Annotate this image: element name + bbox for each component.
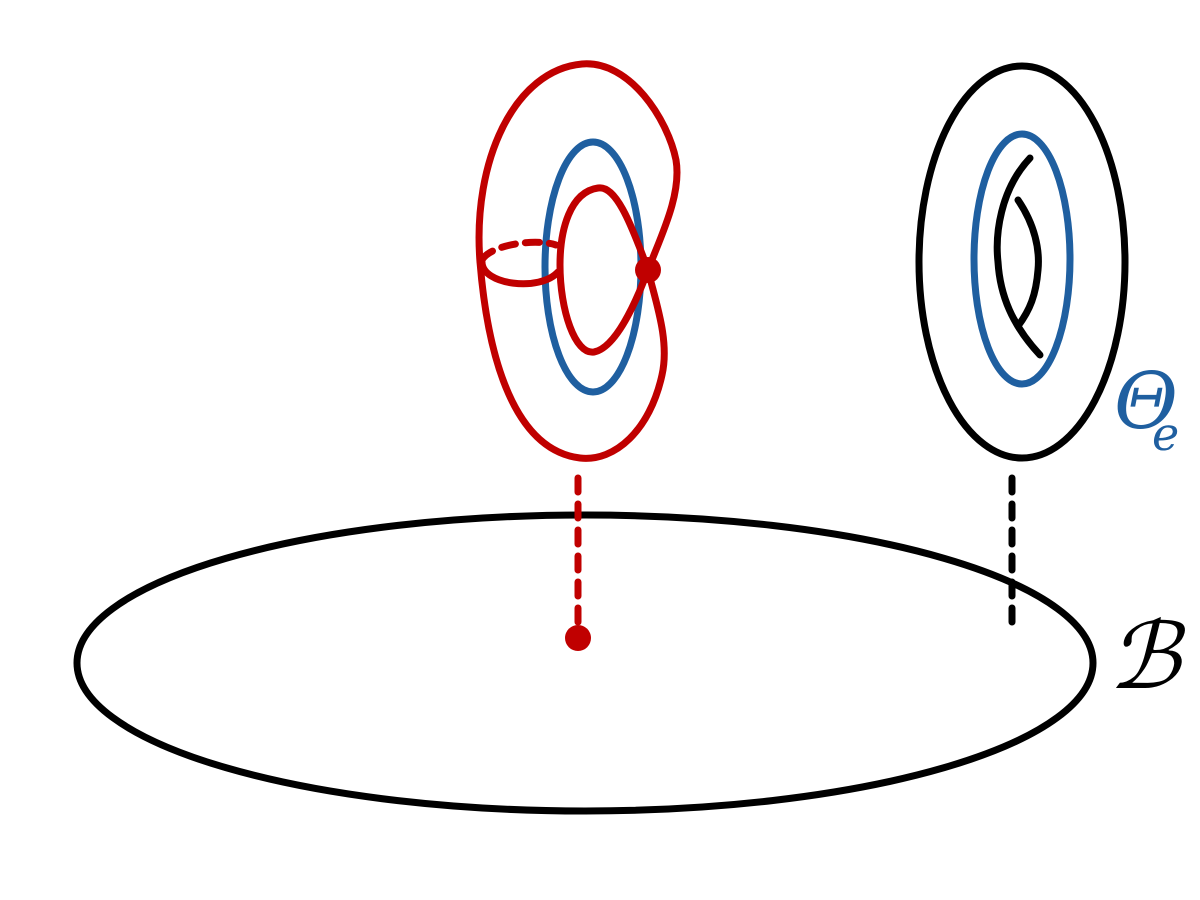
regular-fiber-outer: [915, 62, 1129, 462]
base-label: ℬ: [1108, 603, 1186, 710]
pinch-point: [635, 257, 661, 283]
singular-fiber-outer-curve: [475, 60, 681, 462]
regular-fiber-blue-cycle: [970, 130, 1074, 388]
theta-label: Θ: [1114, 357, 1178, 447]
singular-fiber: [475, 60, 681, 462]
torus-hole-arc-right: [1014, 196, 1042, 330]
regular-fiber: [915, 62, 1129, 462]
small-loop-front: [478, 258, 562, 288]
base-ellipse: [73, 511, 1097, 815]
theta-subscript-label: e: [1152, 407, 1179, 461]
small-loop-back: [478, 238, 560, 264]
singular-point-on-base: [565, 625, 591, 651]
singular-fiber-inner-loop: [556, 184, 652, 356]
